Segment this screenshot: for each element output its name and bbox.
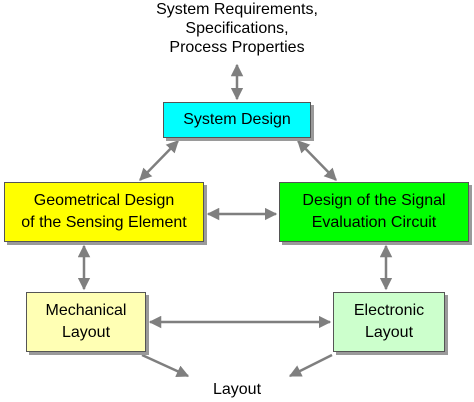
arrow-system-geometrical [139,140,179,181]
input-requirements-label: System Requirements, Specifications, Pro… [156,1,318,56]
arrow-system-signal [297,140,337,181]
output-layout-label: Layout [212,381,262,398]
geometrical-design-box: Geometrical Design of the Sensing Elemen… [4,182,204,242]
mechanical-layout-label: Mechanical Layout [45,302,127,341]
arrow-electronic-layout [288,353,333,378]
signal-circuit-label: Design of the Signal Evaluation Circuit [302,192,446,231]
arrow-mechanical-layout [141,353,190,378]
system-design-label: System Design [183,111,291,128]
mechanical-layout-box: Mechanical Layout [26,292,146,352]
electronic-layout-label: Electronic Layout [353,302,425,341]
electronic-layout-box: Electronic Layout [333,292,445,352]
signal-circuit-box: Design of the Signal Evaluation Circuit [279,182,469,242]
system-design-box: System Design [163,102,311,138]
geometrical-design-label: Geometrical Design of the Sensing Elemen… [21,192,187,231]
